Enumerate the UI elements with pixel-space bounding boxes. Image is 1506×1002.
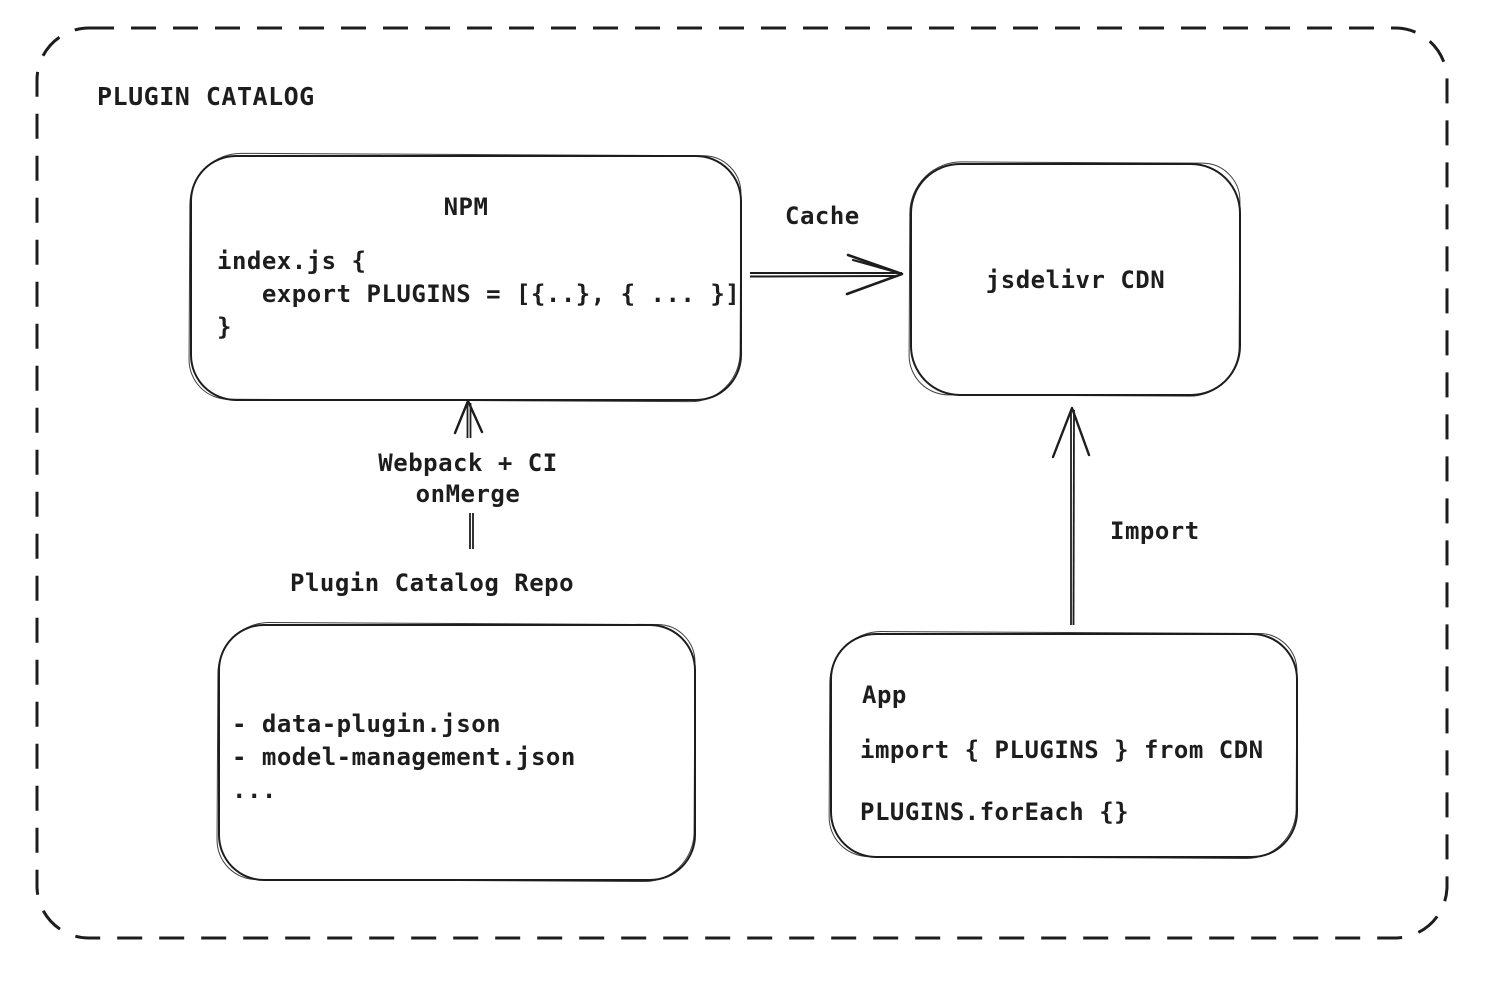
npm-code-block: index.js { export PLUGINS = [{..}, { ...… [217, 245, 740, 344]
cdn-node-title: jsdelivr CDN [985, 265, 1166, 294]
app-node-title: App [862, 681, 907, 709]
npm-code-line: index.js { [217, 247, 367, 275]
build-arrow-label-line1: Webpack + CI [378, 449, 558, 477]
repo-file-list: - data-plugin.json - model-management.js… [232, 708, 576, 807]
repo-node-label: Plugin Catalog Repo [290, 569, 575, 597]
npm-code-line: export PLUGINS = [{..}, { ... }] [217, 280, 741, 308]
diagram-title: PLUGIN CATALOG [97, 82, 315, 111]
repo-file-item: - model-management.json [232, 743, 576, 771]
npm-node-title: NPM [443, 193, 489, 221]
app-node: App import { PLUGINS } from CDN PLUGINS.… [828, 630, 1298, 860]
npm-node: NPM index.js { export PLUGINS = [{..}, {… [188, 152, 742, 403]
cache-arrow-label: Cache [785, 202, 860, 230]
build-arrow-label: Webpack + CI onMerge [338, 448, 598, 510]
build-connector-line [469, 513, 474, 549]
build-arrow-label-line2: onMerge [415, 480, 521, 508]
repo-file-item: ... [232, 776, 277, 804]
jsdelivr-cdn-node: jsdelivr CDN [908, 161, 1241, 397]
build-arrow [453, 399, 484, 438]
import-arrow [1051, 406, 1091, 626]
import-arrow-label: Import [1110, 517, 1200, 545]
plugin-catalog-repo-node: - data-plugin.json - model-management.js… [216, 621, 696, 883]
app-code-line: import { PLUGINS } from CDN [860, 736, 1264, 764]
repo-file-item: - data-plugin.json [232, 710, 502, 738]
cache-arrow [749, 253, 904, 296]
npm-code-line: } [217, 313, 232, 341]
app-code-line: PLUGINS.forEach {} [860, 798, 1130, 826]
